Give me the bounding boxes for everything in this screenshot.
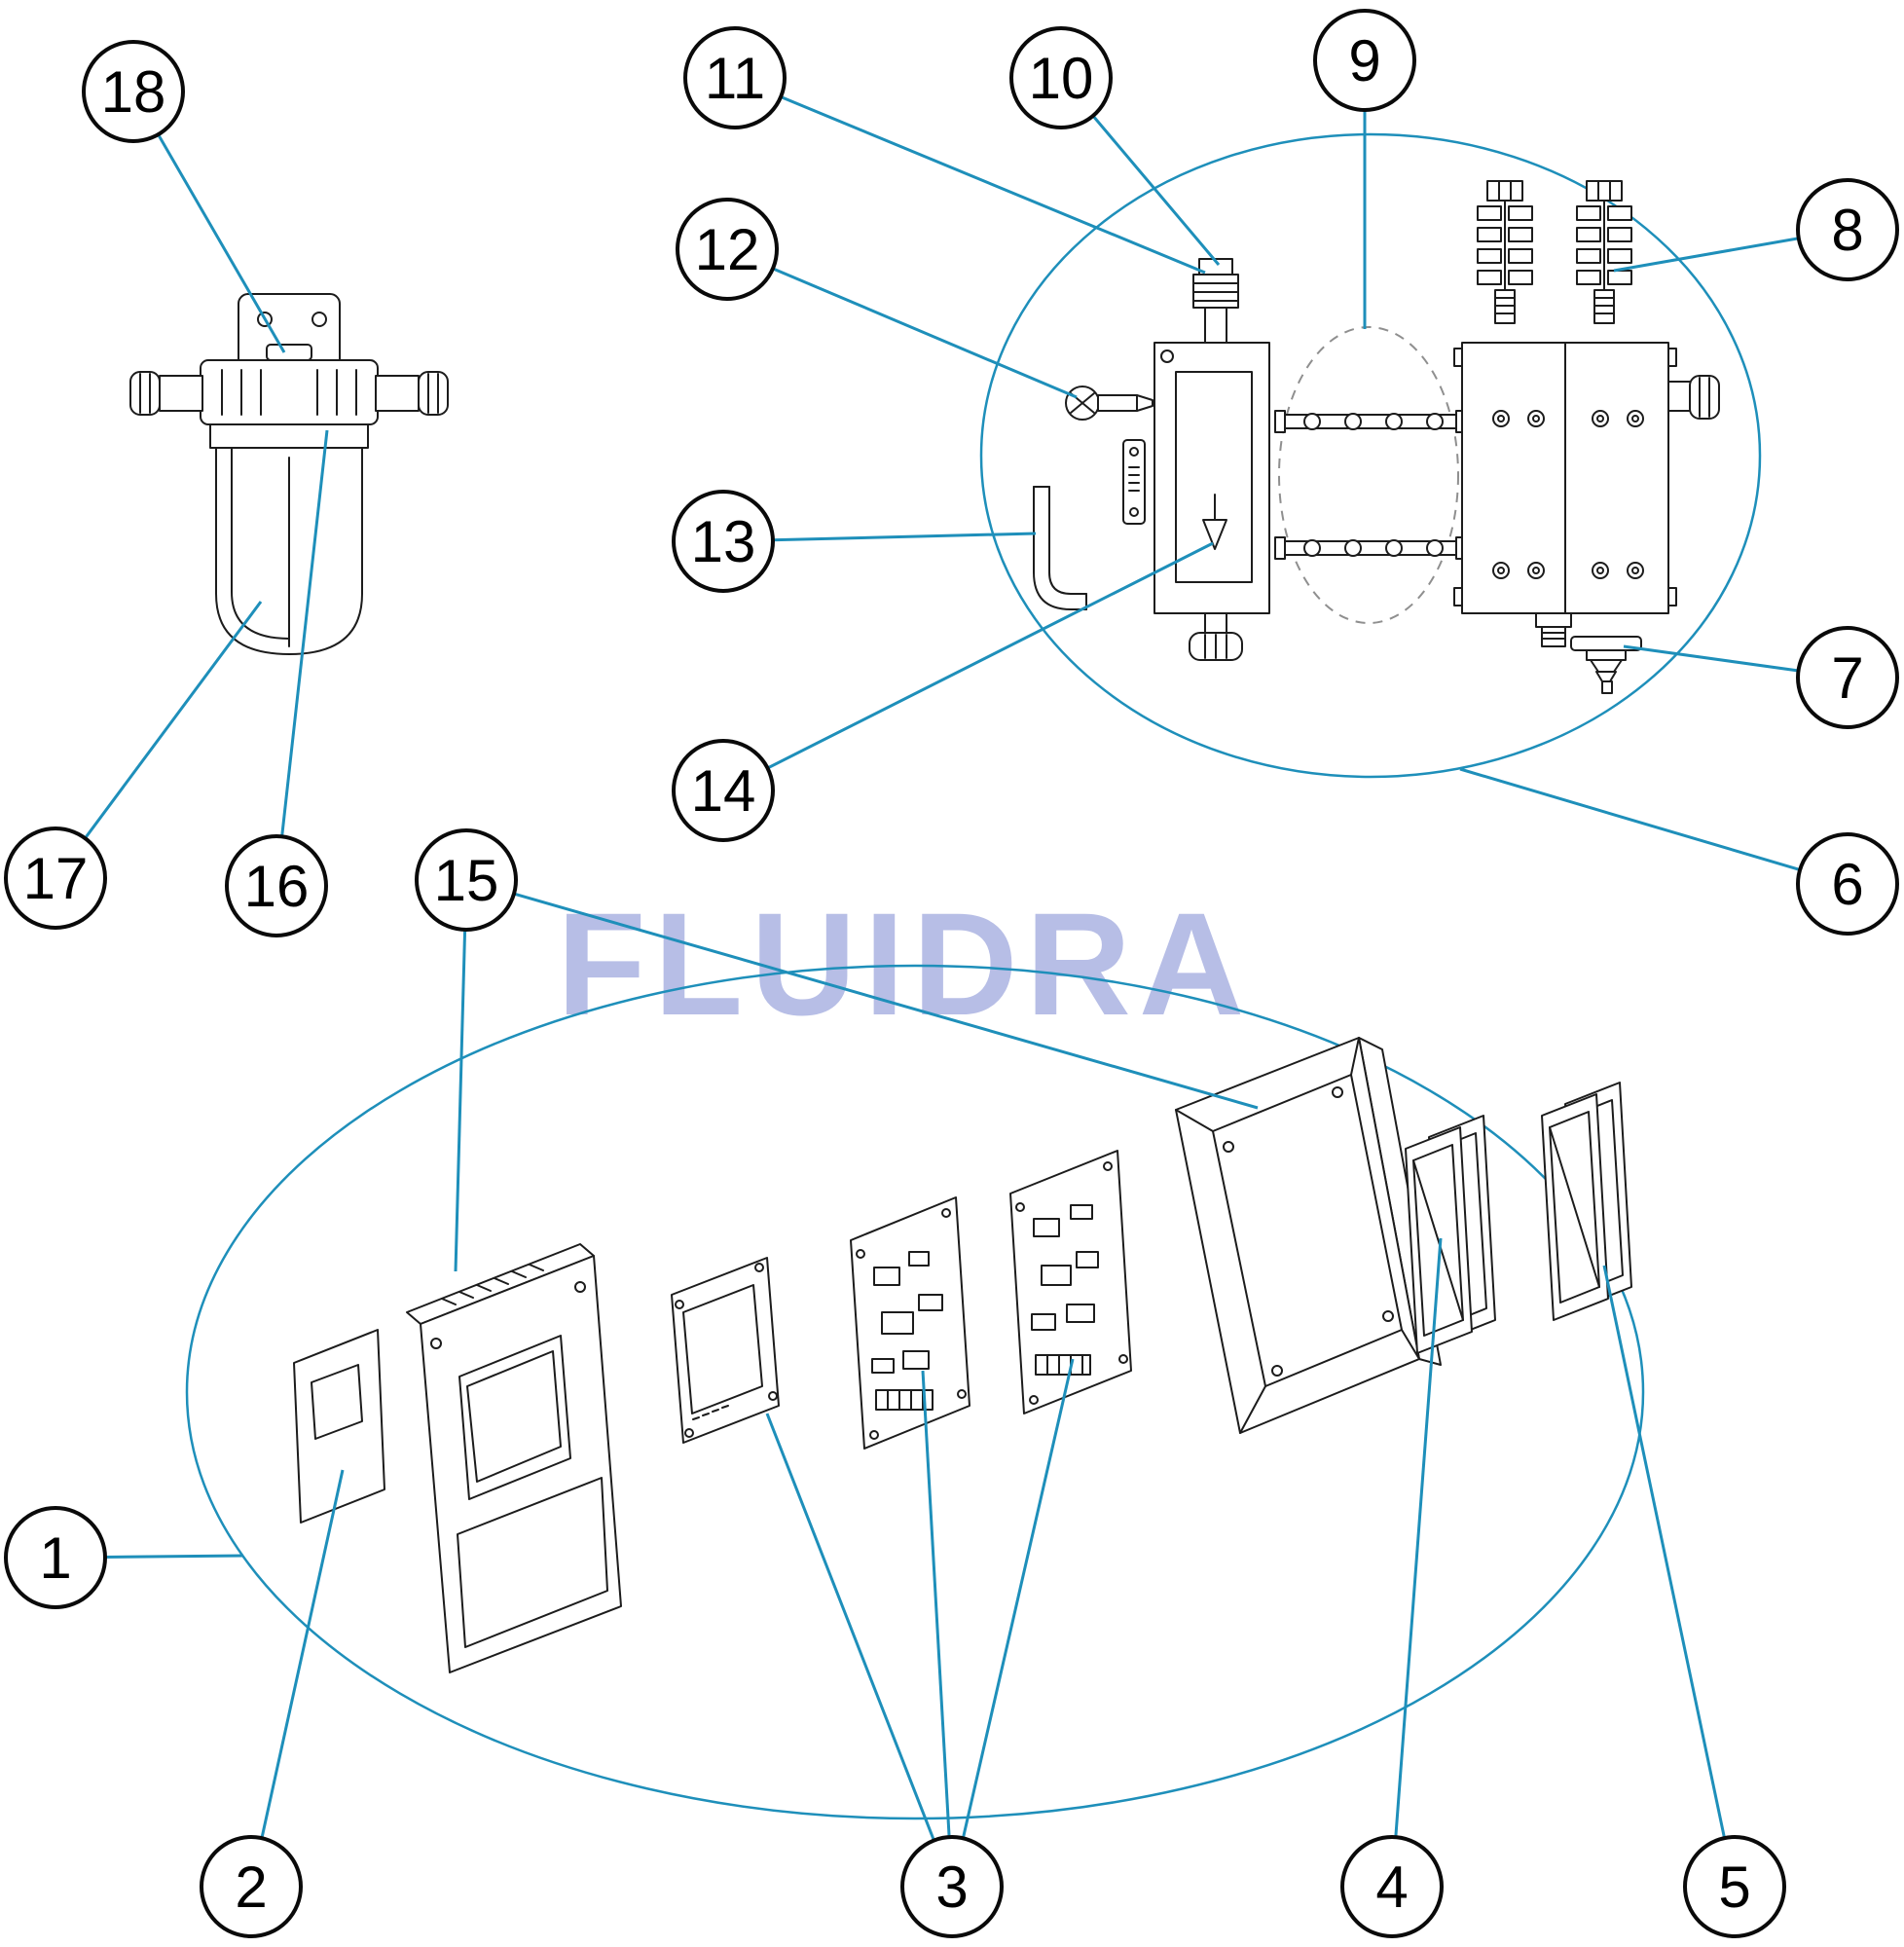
pcb-power-drawing bbox=[1009, 1150, 1132, 1414]
callout-4: 4 bbox=[1340, 1835, 1444, 1938]
flow-valve-drawing bbox=[1065, 386, 1153, 421]
cell-assembly-boundary bbox=[979, 132, 1762, 779]
electrode-stacks-drawing bbox=[1477, 180, 1632, 324]
callout-1: 1 bbox=[4, 1506, 107, 1609]
injector-drawing bbox=[1202, 519, 1227, 550]
gasket-drawing-2 bbox=[1541, 1082, 1632, 1321]
callout-17: 17 bbox=[4, 827, 107, 930]
display-board-drawing bbox=[671, 1257, 780, 1444]
callout-10: 10 bbox=[1009, 26, 1113, 129]
control-unit-boundary bbox=[185, 964, 1645, 1820]
callout-9: 9 bbox=[1313, 9, 1416, 112]
filter-head-port bbox=[266, 344, 312, 361]
callout-7: 7 bbox=[1796, 626, 1899, 729]
left-cell-drawing bbox=[1153, 258, 1270, 661]
front-cover-drawing bbox=[406, 1243, 622, 1673]
callout-13: 13 bbox=[672, 490, 775, 593]
right-cell-drawing bbox=[1453, 342, 1720, 647]
callout-3: 3 bbox=[900, 1835, 1004, 1938]
gasket-drawing-1 bbox=[1405, 1115, 1496, 1354]
callout-18: 18 bbox=[82, 40, 185, 143]
callout-11: 11 bbox=[683, 26, 787, 129]
callout-8: 8 bbox=[1796, 178, 1899, 281]
callout-14: 14 bbox=[672, 739, 775, 842]
callout-15: 15 bbox=[415, 828, 518, 932]
water-filter-drawing bbox=[129, 293, 449, 655]
suction-tube-drawing bbox=[1033, 486, 1087, 610]
callout-6: 6 bbox=[1796, 832, 1899, 936]
leader-lines bbox=[54, 60, 1849, 1888]
callout-2: 2 bbox=[200, 1835, 303, 1938]
adhesive-label-drawing bbox=[293, 1329, 385, 1524]
drain-fitting-drawing bbox=[1570, 636, 1642, 694]
filter-head bbox=[200, 359, 379, 425]
filter-collar bbox=[209, 423, 369, 449]
mounting-plate-drawing bbox=[1122, 439, 1146, 525]
callout-12: 12 bbox=[676, 198, 779, 301]
callout-5: 5 bbox=[1683, 1835, 1786, 1938]
electrode-zone-dashed bbox=[1278, 326, 1459, 624]
pcb-main-drawing bbox=[850, 1196, 970, 1450]
electrode-bars-drawing bbox=[1274, 410, 1467, 560]
fluidra-watermark: FLUIDRA bbox=[557, 882, 1253, 1046]
callout-16: 16 bbox=[225, 834, 328, 937]
